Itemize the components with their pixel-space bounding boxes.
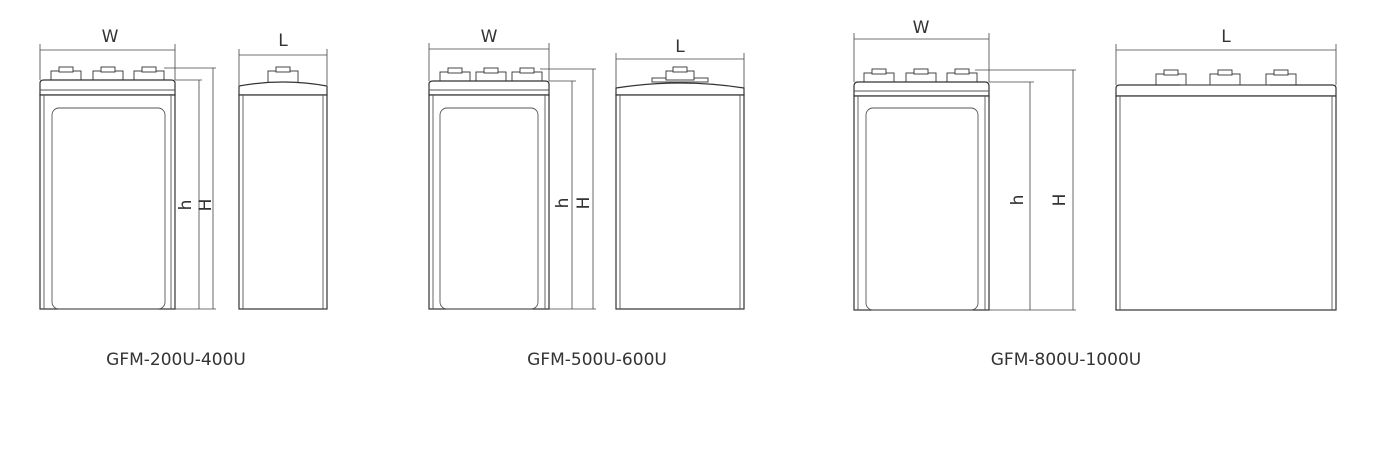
height-h-label: h: [176, 200, 196, 211]
terminal: [519, 67, 535, 74]
length-label: L: [1221, 27, 1231, 47]
model-2-height-dimensions: h H: [540, 68, 596, 310]
width-label: W: [102, 27, 119, 47]
battery-body: [615, 94, 745, 310]
model-2-side-view: [615, 66, 745, 310]
terminal: [871, 68, 887, 75]
height-H-label: H: [1050, 194, 1070, 207]
length-label: L: [675, 37, 685, 57]
model-2-caption: GFM-500U-600U: [527, 350, 667, 370]
height-H-label: H: [574, 197, 594, 210]
battery-body: [238, 94, 328, 310]
terminal: [483, 67, 499, 74]
battery-window: [51, 107, 166, 310]
terminal: [1155, 73, 1187, 86]
terminal: [1265, 73, 1297, 86]
model-3-length-dimension: L: [1115, 27, 1337, 85]
model-1-length-dimension: L: [238, 31, 328, 85]
model-1-caption: GFM-200U-400U: [106, 350, 246, 370]
terminal: [1273, 69, 1289, 76]
model-2-width-dimension: W: [428, 27, 550, 81]
model-3-drawing: W h H L GF: [853, 18, 1337, 370]
length-label: L: [278, 31, 288, 51]
terminal: [58, 66, 74, 73]
model-2-length-dimension: L: [615, 37, 745, 88]
terminal: [1217, 69, 1233, 76]
battery-lid: [853, 81, 990, 97]
model-2-front-view: [428, 67, 550, 310]
model-1-width-dimension: W: [39, 27, 176, 80]
model-1-side-view: [238, 66, 328, 310]
battery-body: [853, 95, 990, 311]
model-1-front-view: [39, 66, 176, 310]
battery-body: [1115, 95, 1337, 311]
terminal: [267, 70, 299, 84]
battery-window: [865, 107, 979, 311]
battery-lid: [615, 82, 745, 96]
terminal: [913, 68, 929, 75]
model-2-drawing: W h H L GFM-500U-600U: [428, 27, 745, 370]
battery-lid: [1115, 84, 1337, 97]
terminal: [447, 67, 463, 74]
battery-lid: [428, 80, 550, 96]
height-h-label: h: [553, 198, 573, 209]
battery-lid: [238, 81, 328, 96]
terminal: [954, 68, 970, 75]
model-3-front-view: [853, 68, 990, 311]
terminal: [1209, 73, 1241, 86]
width-label: W: [481, 27, 498, 47]
height-H-label: H: [196, 199, 216, 212]
battery-body: [39, 94, 176, 310]
battery-body: [428, 94, 550, 310]
terminal: [1163, 69, 1179, 76]
battery-lid: [39, 79, 176, 96]
terminal: [100, 66, 116, 73]
terminal: [275, 66, 291, 73]
model-3-height-dimensions: h H: [975, 69, 1076, 311]
battery-window: [439, 107, 539, 310]
model-1-height-dimensions: h H: [164, 67, 216, 310]
height-h-label: h: [1008, 195, 1028, 206]
model-3-caption: GFM-800U-1000U: [991, 350, 1142, 370]
terminal: [672, 66, 688, 73]
terminal: [141, 66, 157, 73]
width-label: W: [913, 18, 930, 38]
model-1-drawing: W h H L GFM-200U-400U: [39, 27, 328, 370]
model-3-width-dimension: W: [853, 18, 990, 82]
model-3-side-view: [1115, 69, 1337, 311]
